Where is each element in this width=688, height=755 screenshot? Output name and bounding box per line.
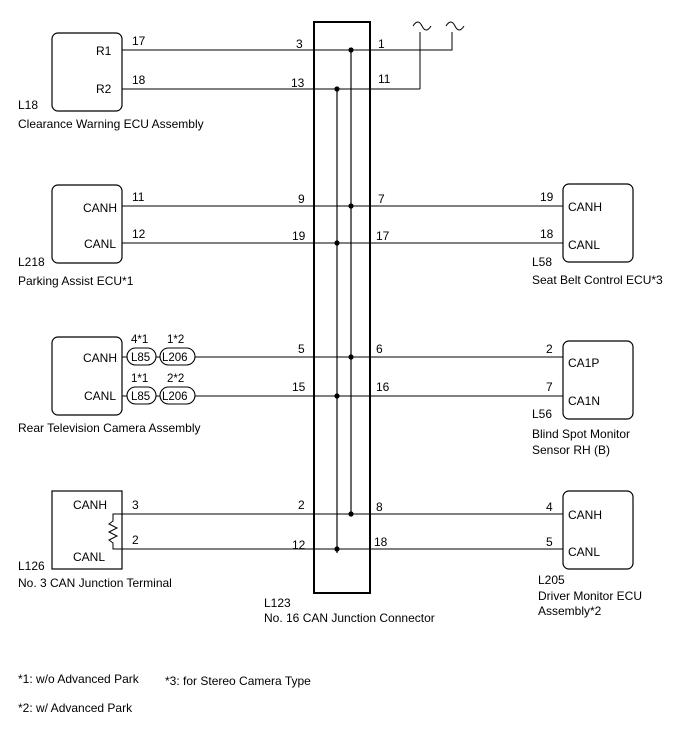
l56-code: L56 bbox=[532, 407, 552, 421]
junction-code: L123 bbox=[264, 596, 291, 610]
l218-pin-12: 12 bbox=[132, 227, 146, 241]
l18-pin-label-r2: R2 bbox=[96, 82, 112, 96]
jc-pin-5: 5 bbox=[298, 342, 305, 356]
rtv-canl-pin-l206: 2*2 bbox=[167, 373, 184, 385]
l205-pin-5: 5 bbox=[546, 535, 553, 549]
jc-pin-16: 16 bbox=[376, 380, 390, 394]
l56-pin-label-ca1p: CA1P bbox=[568, 356, 599, 370]
l205-ecu-box bbox=[562, 490, 634, 570]
l126-pin-3: 3 bbox=[132, 498, 139, 512]
l218-ecu-box bbox=[51, 184, 123, 264]
l56-pin-label-ca1n: CA1N bbox=[568, 394, 600, 408]
splice-dot bbox=[334, 393, 340, 399]
splice-dot bbox=[348, 203, 354, 209]
l18-pin-label-r1: R1 bbox=[96, 44, 112, 58]
l218-name: Parking Assist ECU*1 bbox=[18, 274, 134, 288]
l58-pin-18: 18 bbox=[540, 227, 554, 241]
upper-continuation-wire-b bbox=[420, 32, 453, 51]
jc-pin-12: 12 bbox=[292, 538, 306, 552]
jc-pin-8: 8 bbox=[376, 500, 383, 514]
l56-pin-7: 7 bbox=[546, 380, 553, 394]
l58-pin-19: 19 bbox=[540, 190, 554, 204]
rtv-canl-pin-l85: 1*1 bbox=[131, 373, 148, 385]
l126-terminal-box bbox=[51, 490, 123, 570]
wire-break-mark-a bbox=[412, 21, 432, 31]
l56-name-line1: Blind Spot Monitor bbox=[532, 427, 630, 441]
jc-pin-6: 6 bbox=[376, 342, 383, 356]
l205-pin-label-canh: CANH bbox=[568, 508, 602, 522]
l18-pin-18: 18 bbox=[132, 73, 146, 87]
l205-pin-label-canl: CANL bbox=[568, 545, 600, 559]
rtv-pin-label-canl: CANL bbox=[84, 389, 116, 403]
l218-pin-label-canl: CANL bbox=[84, 237, 116, 251]
l18-pin-17: 17 bbox=[132, 34, 146, 48]
splice-dot bbox=[334, 86, 340, 92]
rtv-canh-conn-l206: L206 bbox=[162, 352, 188, 364]
jc-pin-7: 7 bbox=[378, 192, 385, 206]
l18-name: Clearance Warning ECU Assembly bbox=[18, 117, 204, 131]
l58-pin-label-canh: CANH bbox=[568, 200, 602, 214]
jc-pin-18: 18 bbox=[374, 535, 388, 549]
splice-dot bbox=[334, 240, 340, 246]
l56-sensor-box bbox=[562, 340, 634, 420]
junction-connector-body bbox=[313, 21, 371, 594]
rtv-canl-conn-l85: L85 bbox=[131, 391, 150, 403]
rtv-canl-conn-l206: L206 bbox=[162, 391, 188, 403]
l126-name: No. 3 CAN Junction Terminal bbox=[18, 576, 172, 590]
splice-dot bbox=[348, 47, 354, 53]
splice-dot bbox=[334, 546, 340, 552]
rtv-pin-label-canh: CANH bbox=[83, 351, 117, 365]
l218-code: L218 bbox=[18, 255, 45, 269]
l126-pin-label-canh: CANH bbox=[73, 498, 107, 512]
rtv-canh-conn-l85: L85 bbox=[131, 352, 150, 364]
l58-ecu-box bbox=[562, 183, 634, 263]
wire-break-mark-b bbox=[445, 21, 465, 31]
rear-tv-camera-box bbox=[51, 336, 123, 416]
l218-pin-label-canh: CANH bbox=[83, 201, 117, 215]
jc-pin-15: 15 bbox=[292, 380, 306, 394]
footnote-2: *2: w/ Advanced Park bbox=[18, 701, 133, 715]
l205-name-line2: Assembly*2 bbox=[538, 604, 602, 618]
jc-pin-13: 13 bbox=[291, 76, 305, 90]
l205-name-line1: Driver Monitor ECU bbox=[538, 589, 642, 603]
jc-pin-2: 2 bbox=[298, 498, 305, 512]
jc-pin-19: 19 bbox=[292, 229, 306, 243]
l126-code: L126 bbox=[18, 559, 45, 573]
l205-pin-4: 4 bbox=[546, 500, 553, 514]
footnote-1: *1: w/o Advanced Park bbox=[18, 672, 140, 686]
l18-ecu-box bbox=[51, 32, 123, 112]
rtv-name: Rear Television Camera Assembly bbox=[18, 421, 201, 435]
rtv-canh-pin-l206: 1*2 bbox=[167, 334, 184, 346]
l58-pin-label-canl: CANL bbox=[568, 238, 600, 252]
termination-resistor-symbol bbox=[107, 513, 122, 550]
l205-code: L205 bbox=[538, 573, 565, 587]
jc-pin-17: 17 bbox=[376, 229, 390, 243]
footnote-3: *3: for Stereo Camera Type bbox=[165, 674, 311, 688]
jc-pin-1: 1 bbox=[378, 37, 385, 51]
junction-name: No. 16 CAN Junction Connector bbox=[264, 611, 435, 625]
jc-pin-11: 11 bbox=[378, 72, 391, 86]
rtv-canh-pin-l85: 4*1 bbox=[131, 334, 148, 346]
l218-pin-11: 11 bbox=[132, 190, 145, 204]
jc-pin-9: 9 bbox=[298, 192, 305, 206]
l58-name: Seat Belt Control ECU*3 bbox=[532, 273, 663, 287]
l18-code: L18 bbox=[18, 98, 38, 112]
l56-pin-2: 2 bbox=[546, 342, 553, 356]
splice-dot bbox=[348, 511, 354, 517]
jc-pin-3: 3 bbox=[296, 37, 303, 51]
l56-name-line2: Sensor RH (B) bbox=[532, 443, 610, 457]
l126-pin-2: 2 bbox=[132, 533, 139, 547]
splice-dot bbox=[348, 354, 354, 360]
l58-code: L58 bbox=[532, 255, 552, 269]
l126-pin-label-canl: CANL bbox=[73, 550, 105, 564]
